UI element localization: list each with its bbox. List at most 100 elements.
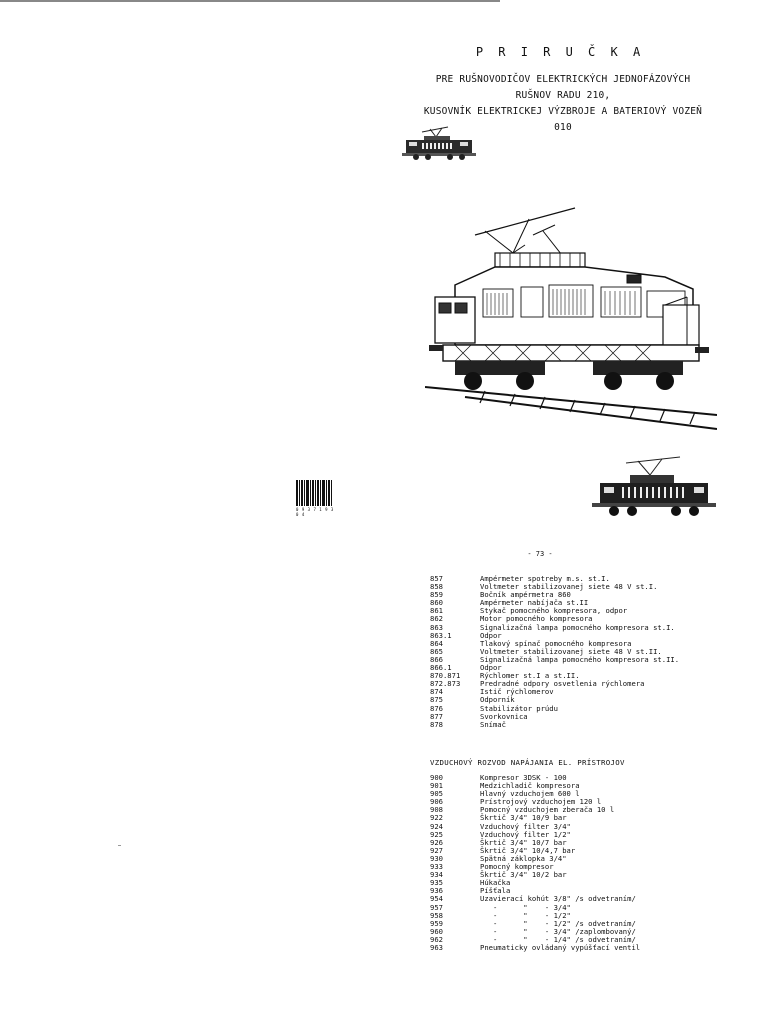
part-description: Tlakový spínač pomocného kompresora	[480, 638, 632, 648]
list-item: 924 Vzduchový filter 3/4"	[430, 821, 640, 831]
part-description: Uzavierací kohút 3/8" /s odvetraním/	[480, 894, 636, 904]
list-item: 958 - " - 1/2"	[430, 910, 640, 920]
part-number: 866	[430, 654, 443, 664]
list-item: 962 - " - 1/4" /s odvetraním/	[430, 934, 640, 944]
part-description: Spätná záklopka 3/4"	[480, 853, 567, 863]
list-item: 926 Škrtič 3/4" 10/7 bar	[430, 837, 640, 847]
part-number: 934	[430, 870, 443, 880]
part-description: Prístrojový vzduchojem 120 l	[480, 797, 602, 807]
part-number: 924	[430, 821, 443, 831]
part-number: 874	[430, 687, 443, 697]
barcode	[296, 480, 332, 506]
part-number: 962	[430, 934, 443, 944]
top-border-line	[0, 0, 500, 2]
part-number: 954	[430, 894, 443, 904]
part-number: 906	[430, 797, 443, 807]
part-description: Vzduchový filter 3/4"	[480, 821, 571, 831]
part-description: Istič rýchlomerov	[480, 687, 554, 697]
scan-speck	[118, 845, 121, 846]
document-title: P R I R U Č K A	[475, 45, 645, 59]
part-number: 858	[430, 582, 443, 592]
list-item: 861 Stykač pomocného kompresora, odpor	[430, 607, 679, 615]
part-number: 933	[430, 862, 443, 872]
part-description: Píšťala	[480, 886, 511, 896]
part-description: Stabilizátor prúdu	[480, 703, 558, 713]
list-item: 906 Prístrojový vzduchojem 120 l	[430, 798, 640, 806]
part-number: 958	[430, 910, 443, 920]
list-item: 877 Svorkovnica	[430, 711, 679, 721]
part-description: Škrtič 3/4" 10/7 bar	[480, 837, 567, 847]
part-description: Predradné odpory osvetlenia rýchlomera	[480, 679, 645, 689]
part-number: 875	[430, 695, 443, 705]
part-description: Hlavný vzduchojem 600 l	[480, 789, 580, 799]
document-subtitle: PRE RUŠNOVODIČOV ELEKTRICKÝCH JEDNOFÁZOV…	[423, 74, 703, 133]
part-number: 900	[430, 773, 443, 782]
part-number: 959	[430, 918, 443, 928]
part-number: 861	[430, 606, 443, 616]
section-heading-air-supply: VZDUCHOVÝ ROZVOD NAPÁJANIA EL. PRÍSTROJO…	[430, 758, 625, 767]
part-description: Snímač	[480, 719, 506, 729]
part-description: Odpor	[480, 630, 502, 640]
part-number: 905	[430, 789, 443, 799]
list-item: 858 Voltmeter stabilizovanej siete 48 V s…	[430, 582, 679, 592]
part-number: 927	[430, 845, 443, 855]
part-number: 870.871	[430, 671, 461, 681]
part-description: - " - 3/4"	[480, 902, 571, 912]
part-number: 860	[430, 598, 443, 608]
list-item: 930 Spätná záklopka 3/4"	[430, 853, 640, 863]
part-description: Ampérmeter nabíjača st.II	[480, 598, 589, 608]
list-item: 954 Uzavierací kohút 3/8" /s odvetraním/	[430, 895, 640, 903]
part-description: Stykač pomocného kompresora, odpor	[480, 606, 628, 616]
part-number: 877	[430, 711, 443, 721]
list-item: 959 - " - 1/2" /s odvetraním/	[430, 918, 640, 928]
part-description: Vzduchový filter 1/2"	[480, 829, 571, 839]
part-number: 935	[430, 878, 443, 888]
list-item: 866 Signalizačná lampa pomocného kompreso…	[430, 654, 680, 664]
part-number: 865	[430, 646, 443, 656]
locomotive-small-illustration	[402, 126, 476, 160]
part-description: Signalizačná lampa pomocného kompresora …	[480, 654, 680, 664]
list-item: 872.873 Predradné odpory osvetlenia rýchl…	[430, 680, 679, 688]
part-number: 872.873	[430, 679, 461, 689]
part-description: Odpor	[480, 663, 502, 673]
part-description: Škrtič 3/4" 10/4,7 bar	[480, 845, 576, 855]
part-description: - " - 1/2" /s odvetraním/	[480, 918, 636, 928]
part-description: - " - 1/2"	[480, 910, 571, 920]
part-description: Pneumaticky ovládaný vypúšťací ventil	[480, 942, 641, 952]
part-number: 957	[430, 902, 443, 912]
part-number: 863	[430, 622, 443, 632]
part-number: 930	[430, 853, 443, 863]
part-number: 926	[430, 837, 443, 847]
part-description: Ampérmeter spotreby m.s. st.I.	[480, 574, 610, 583]
list-item: 875 Odporník	[430, 696, 679, 704]
locomotive-main-illustration	[425, 207, 717, 430]
part-description: - " - 3/4" /zaplombovaný/	[480, 926, 636, 936]
part-description: Svorkovnica	[480, 711, 528, 721]
part-description: Odporník	[480, 695, 515, 705]
part-number: 859	[430, 590, 443, 600]
list-item: 960 - " - 3/4" /zaplombovaný/	[430, 926, 640, 936]
part-description: Škrtič 3/4" 10/9 bar	[480, 813, 567, 823]
list-item: 874 Istič rýchlomerov	[430, 688, 679, 696]
part-description: Voltmeter stabilizovanej siete 48 V st.I…	[480, 582, 658, 592]
